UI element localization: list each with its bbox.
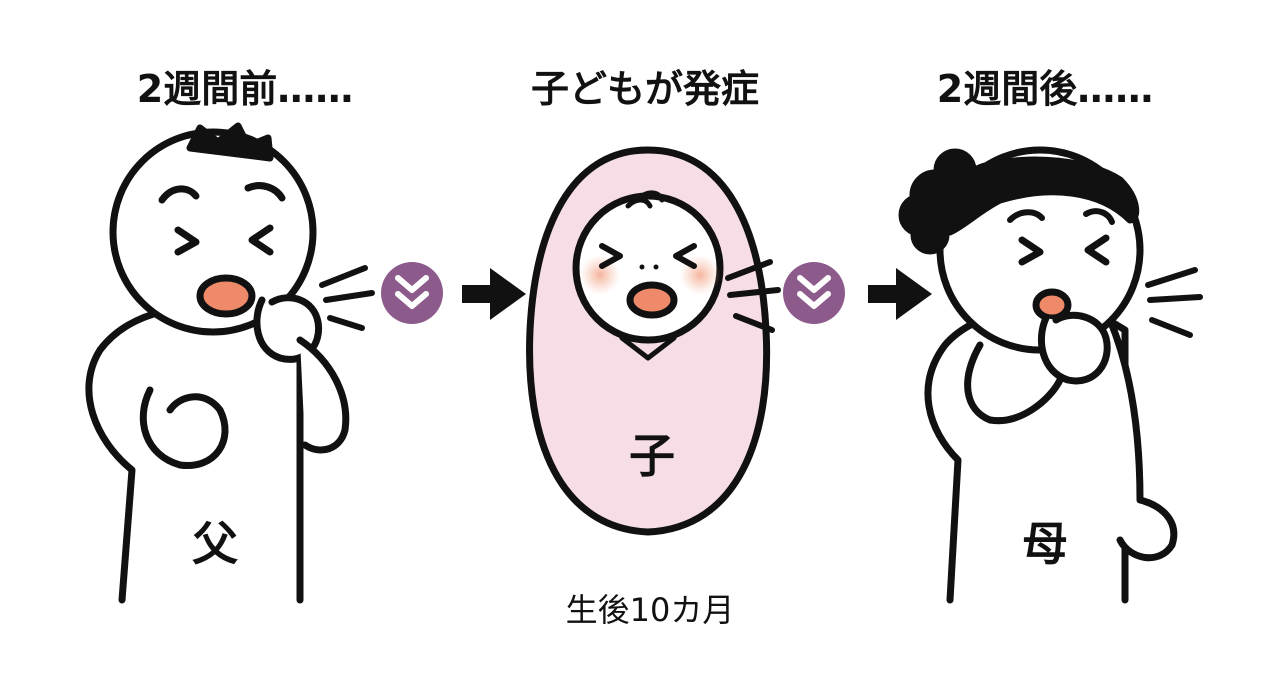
child-age-note: 生後10カ月 xyxy=(565,591,735,629)
cough-lines-icon xyxy=(725,259,781,333)
virus-badge-icon xyxy=(381,262,443,324)
mother-label: 母 xyxy=(1022,517,1068,571)
cough-lines-icon xyxy=(1145,267,1203,338)
child-label: 子 xyxy=(629,429,675,483)
cough-lines-icon xyxy=(319,265,375,331)
child-figure xyxy=(526,146,781,536)
arrow-right-icon xyxy=(868,268,932,320)
heading-two-weeks-before: 2週間前…… xyxy=(136,67,354,111)
virus-badge-icon xyxy=(783,262,845,324)
mother-figure xyxy=(898,146,1203,604)
arrow-right-icon xyxy=(462,268,526,320)
father-figure xyxy=(85,122,375,604)
father-label: 父 xyxy=(192,517,238,571)
heading-child-onset: 子どもが発症 xyxy=(530,67,759,111)
heading-two-weeks-after: 2週間後…… xyxy=(936,67,1154,111)
